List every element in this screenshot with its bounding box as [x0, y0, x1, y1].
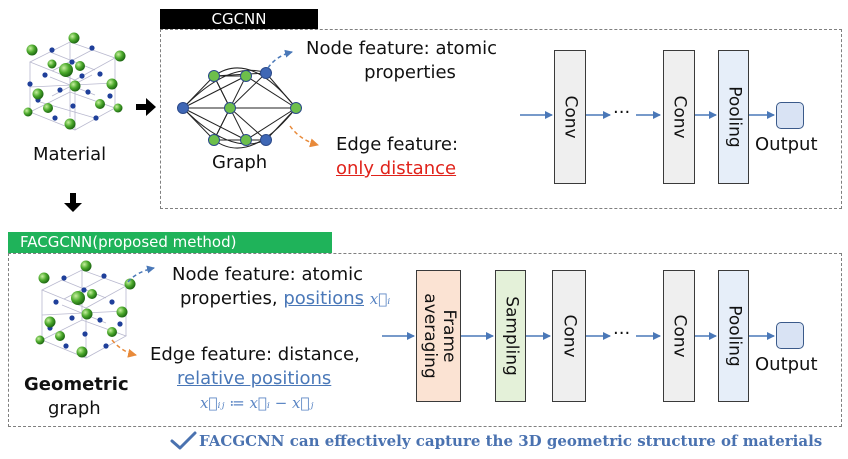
node-feature-positions: positions: [283, 288, 364, 309]
node-feature-properties: properties,: [180, 288, 278, 309]
facgcnn-tag: FACGCNN(proposed method): [8, 232, 332, 253]
graph-label: Graph: [212, 152, 268, 173]
edge-feature-label: Edge feature: distance,: [150, 344, 360, 365]
sampling-block: Sampling: [495, 270, 526, 402]
crystal-structure-icon: [23, 32, 126, 131]
conv-block: Conv: [663, 270, 695, 402]
node-feature-arrow: [127, 265, 155, 283]
edge-feature-relative-positions: relative positions: [177, 368, 332, 389]
output-label: Output: [755, 354, 818, 375]
down-arrow-icon: [64, 193, 82, 212]
right-arrow-icon: [136, 98, 156, 116]
material-label: Material: [33, 144, 107, 165]
ellipsis: ···: [613, 323, 631, 344]
node-feature-arrow: [267, 49, 293, 69]
relative-position-math: x⃗ᵢⱼ ≔ x⃗ᵢ − x⃗ⱼ: [200, 394, 314, 412]
edge-feature-arrow: [289, 125, 319, 148]
node-feature-label-cont: properties: [364, 62, 456, 83]
conv-block: Conv: [554, 50, 586, 184]
pooling-block: Pooling: [718, 270, 749, 402]
node-feature-label: Node feature: atomic: [306, 38, 498, 59]
geometric-label: Geometric: [24, 374, 129, 395]
output-label: Output: [755, 134, 818, 155]
edge-feature-arrow: [111, 339, 137, 358]
conclusion-text: FACGCNN can effectively capture the 3D g…: [199, 432, 823, 450]
output-node: [776, 102, 804, 129]
node-feature-line2: properties, positions x⃗ᵢ: [180, 288, 390, 310]
facgcnn-panel: [8, 253, 842, 427]
conv-block: Conv: [663, 50, 695, 184]
cgcnn-tag: CGCNN: [160, 9, 318, 29]
node-feature-label: Node feature: atomic: [172, 264, 364, 285]
geometric-crystal-icon: [35, 260, 136, 359]
check-icon: [170, 431, 197, 450]
position-vector-math: x⃗ᵢ: [369, 290, 391, 308]
edge-feature-label: Edge feature:: [336, 134, 459, 155]
graph-label: graph: [48, 398, 101, 419]
edge-feature-only-distance: only distance: [336, 158, 457, 179]
cgcnn-panel: [160, 29, 842, 209]
pooling-block: Pooling: [718, 50, 749, 184]
output-node: [776, 322, 804, 349]
graph-icon: [177, 67, 302, 149]
ellipsis: ···: [613, 102, 631, 123]
conv-block: Conv: [552, 270, 586, 402]
